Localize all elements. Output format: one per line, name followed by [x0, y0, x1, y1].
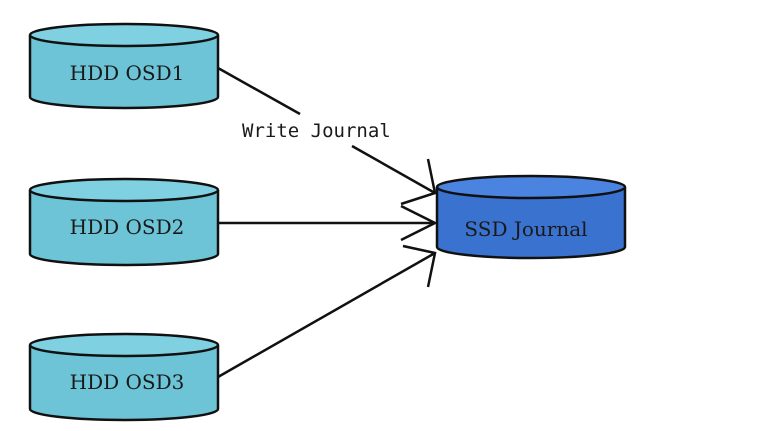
hdd-osd1-cylinder: HDD OSD1 [28, 22, 220, 110]
arrow-osd1-to-journal [217, 66, 437, 206]
arrow-osd1-segment-end [351, 144, 436, 195]
arrow-osd2-head [400, 204, 438, 242]
hdd-osd1-top [28, 22, 220, 48]
arrow-osd1-segment-start [217, 66, 301, 116]
arrow-osd3-to-journal [217, 244, 437, 379]
hdd-osd3-top [28, 332, 220, 358]
write-journal-label: Write Journal [242, 120, 391, 142]
arrow-osd3-head [402, 244, 437, 288]
hdd-osd1-label: HDD OSD1 [70, 61, 185, 85]
arrow-osd2-to-journal [218, 204, 438, 242]
hdd-osd3-cylinder: HDD OSD3 [28, 332, 220, 422]
ssd-journal-label: SSD Journal [464, 217, 587, 241]
hdd-osd1-body [28, 35, 220, 110]
ssd-journal-top [435, 174, 627, 200]
hdd-osd3-label: HDD OSD3 [70, 370, 185, 394]
hdd-osd2-cylinder: HDD OSD2 [28, 177, 220, 267]
arrow-osd1-head [400, 158, 437, 206]
arrow-osd3-line [217, 251, 436, 379]
hdd-osd3-body [28, 345, 220, 422]
ssd-journal-cylinder: SSD Journal [435, 174, 627, 260]
hdd-osd2-body [28, 190, 220, 267]
ssd-journal-body [435, 187, 627, 260]
hdd-osd2-top [28, 177, 220, 203]
hdd-osd2-label: HDD OSD2 [70, 215, 185, 239]
